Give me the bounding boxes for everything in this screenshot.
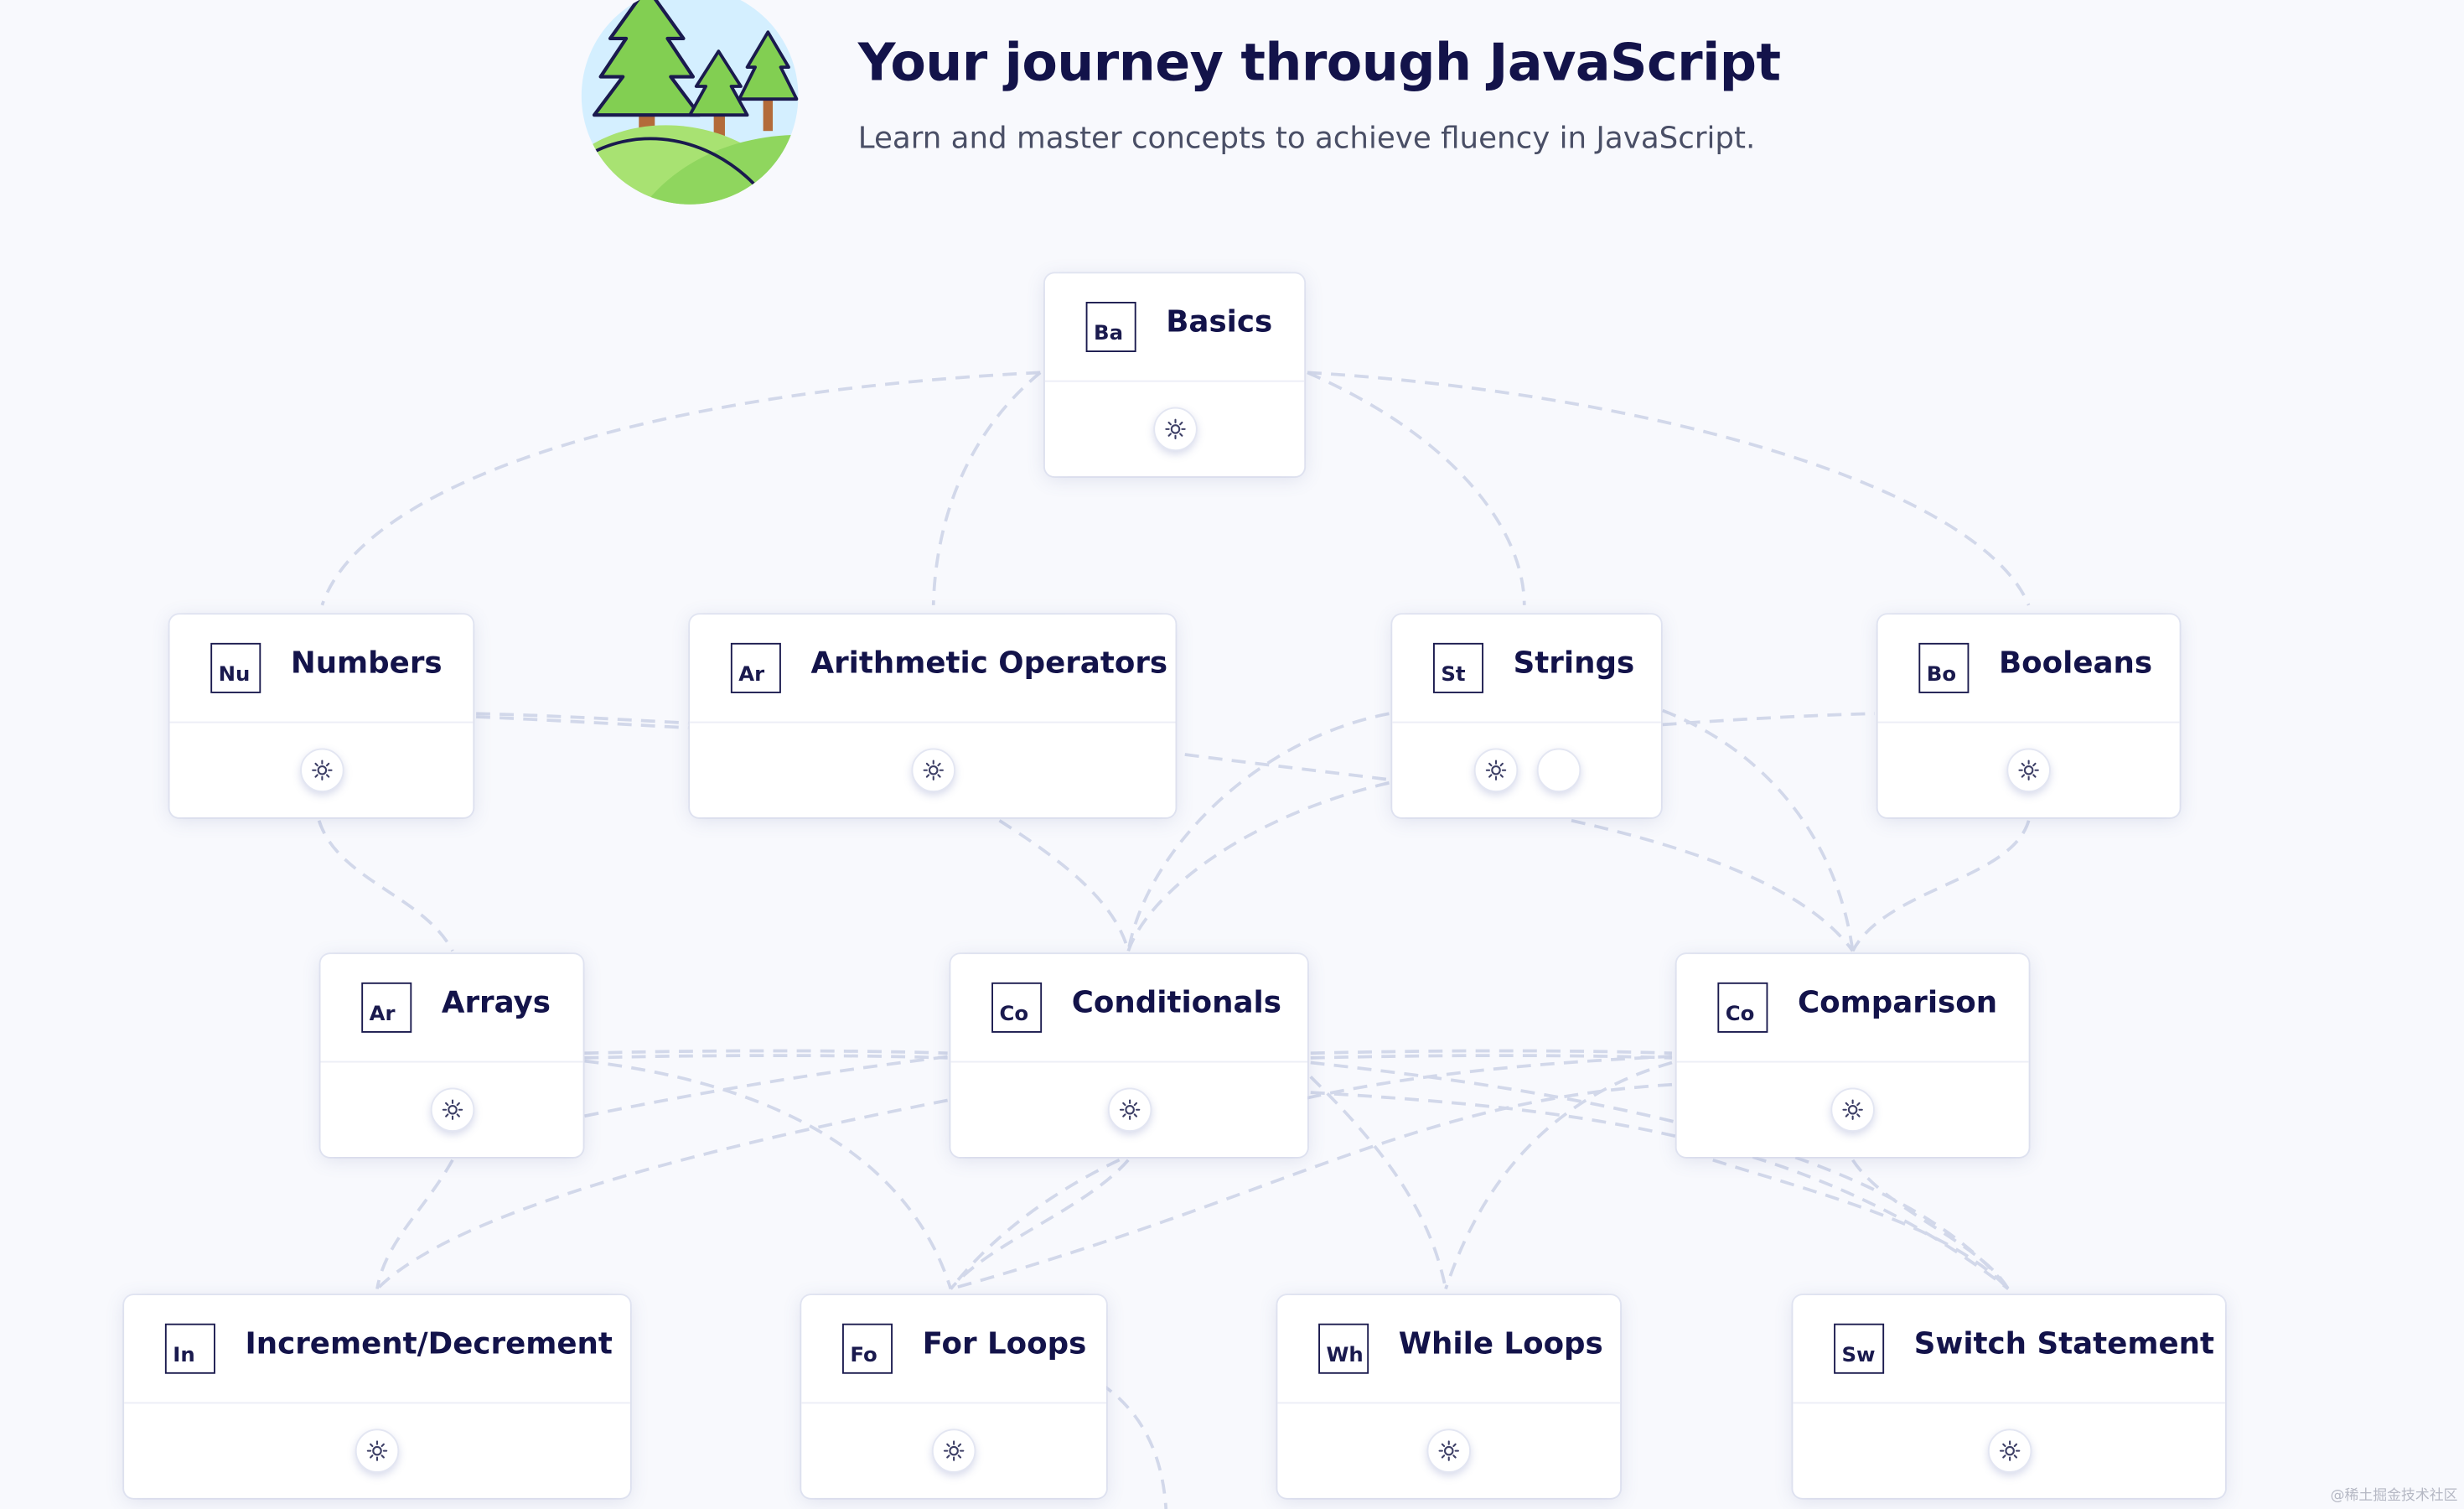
link [949,1159,1130,1290]
link [375,1098,948,1290]
node-increment-decrement[interactable]: In Increment/Decrement [124,1295,630,1498]
node-arrays[interactable]: Ar Arrays [320,954,583,1157]
empty-circle-icon[interactable] [1535,748,1581,792]
node-title: Arrays [441,985,551,1020]
node-title: Numbers [290,646,443,681]
node-abbr: St [1433,642,1483,693]
sun-icon[interactable] [2006,748,2051,792]
node-conditionals[interactable]: Co Conditionals [950,954,1307,1157]
node-abbr: Wh [1318,1323,1369,1374]
sun-icon[interactable] [1106,1087,1152,1132]
node-abbr: Nu [210,642,261,693]
node-title: Increment/Decrement [245,1326,613,1361]
link [1126,780,1390,952]
node-abbr: Fo [842,1323,893,1374]
link [950,1082,1673,1291]
link [1099,1382,1168,1509]
link [1307,371,1526,605]
node-basics[interactable]: Ba Basics [1044,273,1305,477]
node-abbr: Ar [730,642,781,693]
sun-icon[interactable] [1426,1429,1471,1473]
link [584,1054,948,1060]
forest-trees-icon [581,0,799,205]
link [320,371,1041,606]
sun-icon[interactable] [355,1429,400,1473]
link [1310,1054,1673,1060]
node-numbers[interactable]: Nu Numbers [169,614,474,817]
link [1310,1049,1673,1055]
link [1126,712,1390,952]
page-title: Your journey through JavaScript [857,31,1781,93]
link [1662,712,1875,727]
link [931,371,1042,605]
link [1307,371,2031,606]
node-title: Strings [1513,646,1635,681]
sun-icon[interactable] [910,748,955,792]
node-title: While Loops [1398,1326,1603,1361]
sun-icon[interactable] [1152,407,1197,452]
link [584,1059,953,1290]
node-title: Comparison [1798,985,1998,1020]
node-title: For Loops [922,1326,1087,1361]
page-subtitle: Learn and master concepts to achieve flu… [857,121,1756,156]
node-abbr: Co [991,982,1043,1033]
link [1851,1159,2010,1290]
link [1662,708,1855,952]
link [476,712,689,725]
node-booleans[interactable]: Bo Booleans [1877,614,2180,817]
link [1184,753,1390,781]
node-abbr: Sw [1834,1323,1885,1374]
sun-icon[interactable] [931,1429,976,1473]
link [998,819,1131,952]
link [584,1049,948,1055]
sun-icon[interactable] [429,1087,474,1132]
node-title: Basics [1166,304,1273,340]
sun-icon[interactable] [1473,748,1518,792]
node-title: Arithmetic Operators [810,646,1168,681]
node-abbr: Co [1717,982,1768,1033]
sun-icon[interactable] [1986,1429,2032,1473]
watermark: @稀土掘金技术社区 [2330,1488,2458,1505]
sun-icon[interactable] [299,748,344,792]
link [1444,1060,1673,1290]
node-abbr: Ba [1085,302,1136,352]
node-arithmetic-operators[interactable]: Ar Arithmetic Operators [690,614,1176,817]
node-abbr: In [164,1323,215,1374]
node-comparison[interactable]: Co Comparison [1676,954,2029,1157]
node-for-loops[interactable]: Fo For Loops [801,1295,1106,1498]
node-title: Conditionals [1071,985,1282,1020]
link [1851,820,2031,952]
link [1712,1158,2010,1290]
link [317,820,454,952]
node-title: Booleans [1999,646,2153,681]
link [476,715,689,729]
node-abbr: Ar [361,982,412,1033]
link [1309,1076,1447,1289]
node-while-loops[interactable]: Wh While Loops [1277,1295,1621,1498]
link [1571,818,1855,952]
node-strings[interactable]: St Strings [1392,614,1661,817]
node-title: Switch Statement [1913,1326,2215,1361]
node-abbr: Bo [1918,642,1970,693]
sun-icon[interactable] [1830,1087,1875,1132]
link [375,1159,454,1289]
node-switch-statement[interactable]: Sw Switch Statement [1793,1295,2225,1498]
